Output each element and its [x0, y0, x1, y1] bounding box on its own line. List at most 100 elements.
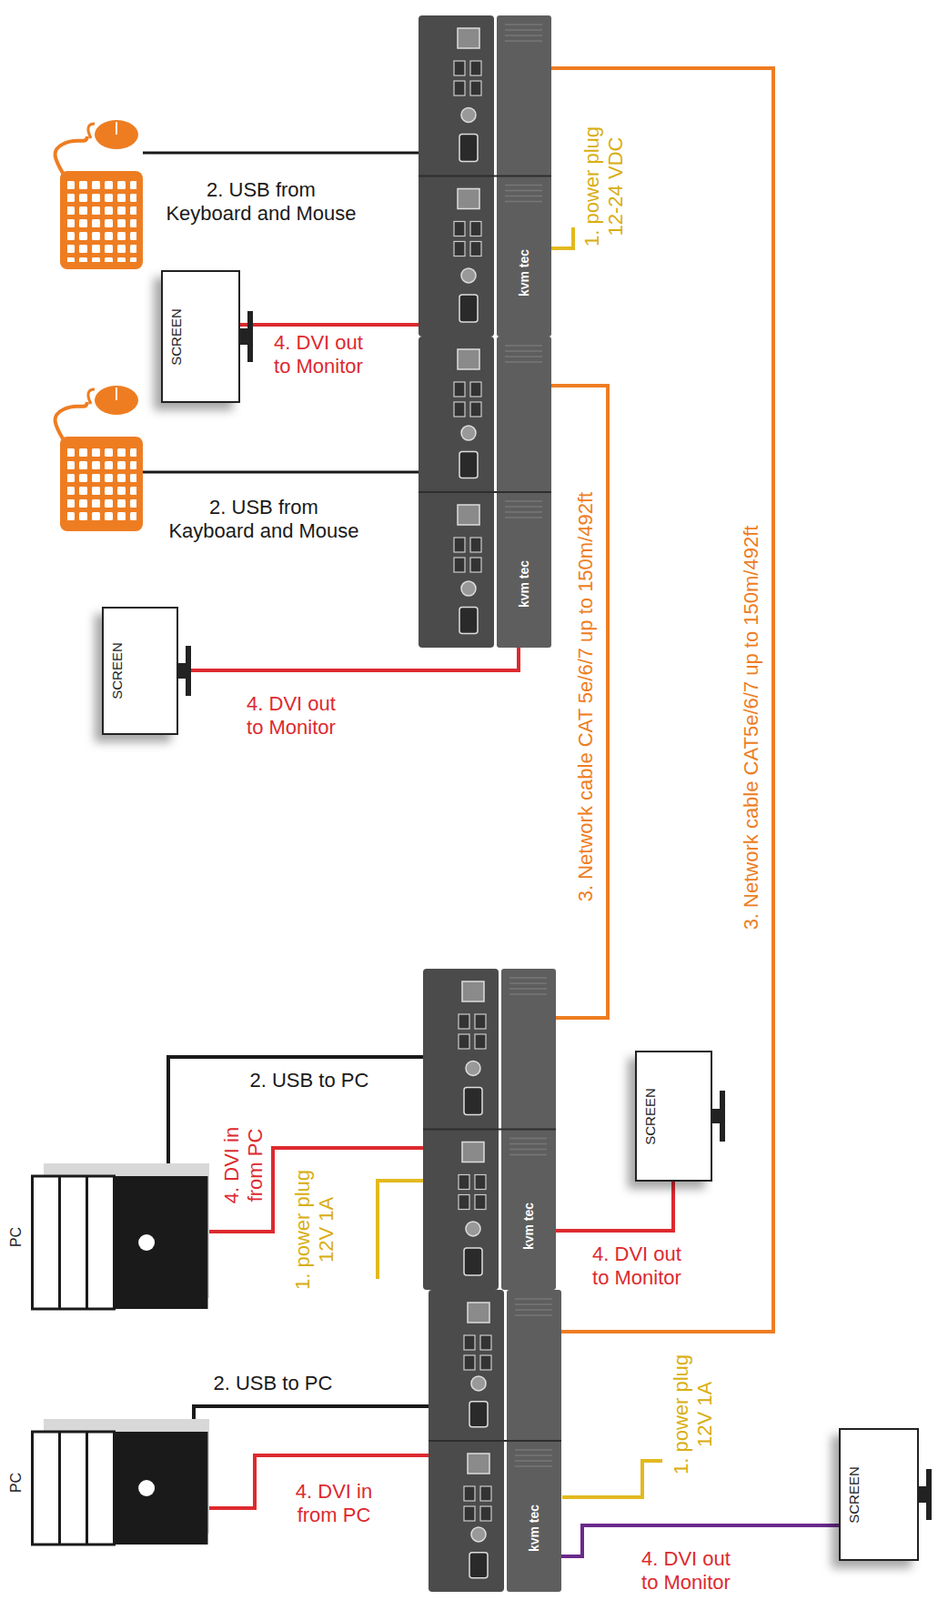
usb-label: 2. USB from Kayboard and Mouse — [166, 495, 362, 544]
vent — [509, 1154, 547, 1157]
kvm-device: kvm tec — [423, 968, 556, 1291]
screen: SCREEN — [635, 1050, 713, 1182]
usb-port — [470, 242, 482, 257]
screen: SCREEN — [101, 606, 179, 736]
screen: SCREEN — [161, 270, 241, 404]
dc-socket — [461, 581, 476, 596]
usb-port — [470, 402, 482, 417]
monitor-neck — [917, 1486, 927, 1503]
cable-line — [551, 68, 774, 1332]
screen-label: SCREEN — [109, 642, 125, 700]
vent — [504, 355, 543, 358]
cable-label: 4. DVI in from PC — [220, 1119, 268, 1211]
unit-seam — [418, 175, 552, 178]
monitor-base — [926, 1469, 932, 1522]
kvm-device: kvm tec — [418, 15, 552, 337]
dc-socket — [461, 268, 476, 283]
vent — [514, 1298, 553, 1301]
cable-line — [555, 1181, 674, 1231]
vent — [509, 1138, 547, 1140]
usb-port — [470, 221, 482, 237]
rj45-port — [467, 1302, 490, 1323]
cable — [551, 385, 608, 1019]
dc-socket — [471, 1527, 486, 1543]
keyboard-cable — [55, 136, 88, 175]
pc-case — [114, 1176, 209, 1310]
vent — [514, 1449, 553, 1452]
cable-label: 4. DVI out to Monitor — [241, 692, 342, 740]
cable-label: 4. DVI out to Monitor — [268, 331, 369, 379]
power-label: 1. power plug 12V 1A — [291, 1161, 339, 1299]
dc-socket — [461, 425, 476, 441]
usb-port — [453, 537, 465, 553]
usb-port — [458, 1034, 470, 1049]
power-wire — [551, 227, 574, 249]
vent — [509, 1149, 547, 1151]
monitor-base — [185, 645, 192, 696]
keyboard-mouse — [55, 120, 143, 270]
power-label: 1. power plug 12V 1A — [669, 1346, 717, 1483]
brand-logo: kvm tec — [526, 1504, 542, 1553]
cable-line — [551, 385, 608, 1019]
keyboard-keys — [67, 178, 137, 263]
dc-socket — [465, 1221, 481, 1237]
cable — [178, 647, 519, 671]
brand-logo: kvm tec — [521, 1202, 536, 1251]
monitor-base — [247, 311, 253, 364]
vent — [514, 1454, 553, 1457]
pc-button — [138, 1234, 155, 1251]
usb-port — [453, 221, 465, 237]
usb-label: 2. USB from Keyboard and Mouse — [163, 178, 359, 226]
usb-port — [470, 537, 482, 553]
vent — [514, 1314, 553, 1317]
screen-label: SCREEN — [846, 1466, 862, 1524]
monitor-base — [719, 1090, 726, 1142]
pc-case — [114, 1432, 209, 1545]
cable-label: 4. DVI in from PC — [288, 1480, 380, 1528]
vent — [504, 201, 543, 203]
cable — [193, 1406, 429, 1420]
cable-line — [178, 647, 519, 671]
pc-label: PC — [8, 1227, 25, 1248]
keyboard — [60, 171, 143, 270]
rj45-port — [457, 28, 480, 49]
usb-port — [458, 1195, 470, 1211]
usb-port — [453, 60, 465, 76]
vent — [504, 34, 543, 37]
usb-port — [474, 1034, 486, 1049]
usb-port — [480, 1335, 492, 1351]
vent — [509, 988, 547, 990]
vent — [504, 29, 543, 31]
dvi-port — [463, 1088, 483, 1116]
usb-port — [463, 1355, 475, 1371]
usb-port — [463, 1486, 475, 1502]
usb-port — [470, 557, 482, 573]
vent — [504, 361, 543, 364]
usb-port — [470, 382, 482, 397]
pc-label: PC — [8, 1472, 25, 1493]
pc-drawing — [30, 1419, 210, 1547]
rj45-port — [457, 349, 480, 370]
pc: PC — [30, 1419, 210, 1547]
pc-bays — [32, 1432, 115, 1545]
unit-seam — [418, 491, 552, 494]
device-drawing — [418, 336, 552, 648]
usb-port — [453, 80, 465, 96]
usb-port — [480, 1355, 492, 1371]
vent — [509, 993, 547, 996]
cable-label: 3. Network cable CAT 5e/6/7 up to 150m/4… — [574, 492, 598, 902]
brand-logo: kvm tec — [516, 249, 532, 297]
power-wire — [562, 1461, 663, 1498]
dvi-port — [459, 607, 478, 635]
cable-label: 2. USB to PC — [250, 1069, 370, 1093]
pc-drawing — [30, 1163, 210, 1312]
usb-port — [453, 402, 465, 417]
pc-bay — [58, 1432, 61, 1545]
vent — [514, 1465, 553, 1468]
keyboard-mouse — [55, 385, 143, 532]
usb-port — [480, 1506, 492, 1522]
keyboard — [60, 436, 143, 532]
kvm-device: kvm tec — [428, 1290, 562, 1593]
screen: SCREEN — [838, 1428, 919, 1562]
vent — [514, 1309, 553, 1312]
